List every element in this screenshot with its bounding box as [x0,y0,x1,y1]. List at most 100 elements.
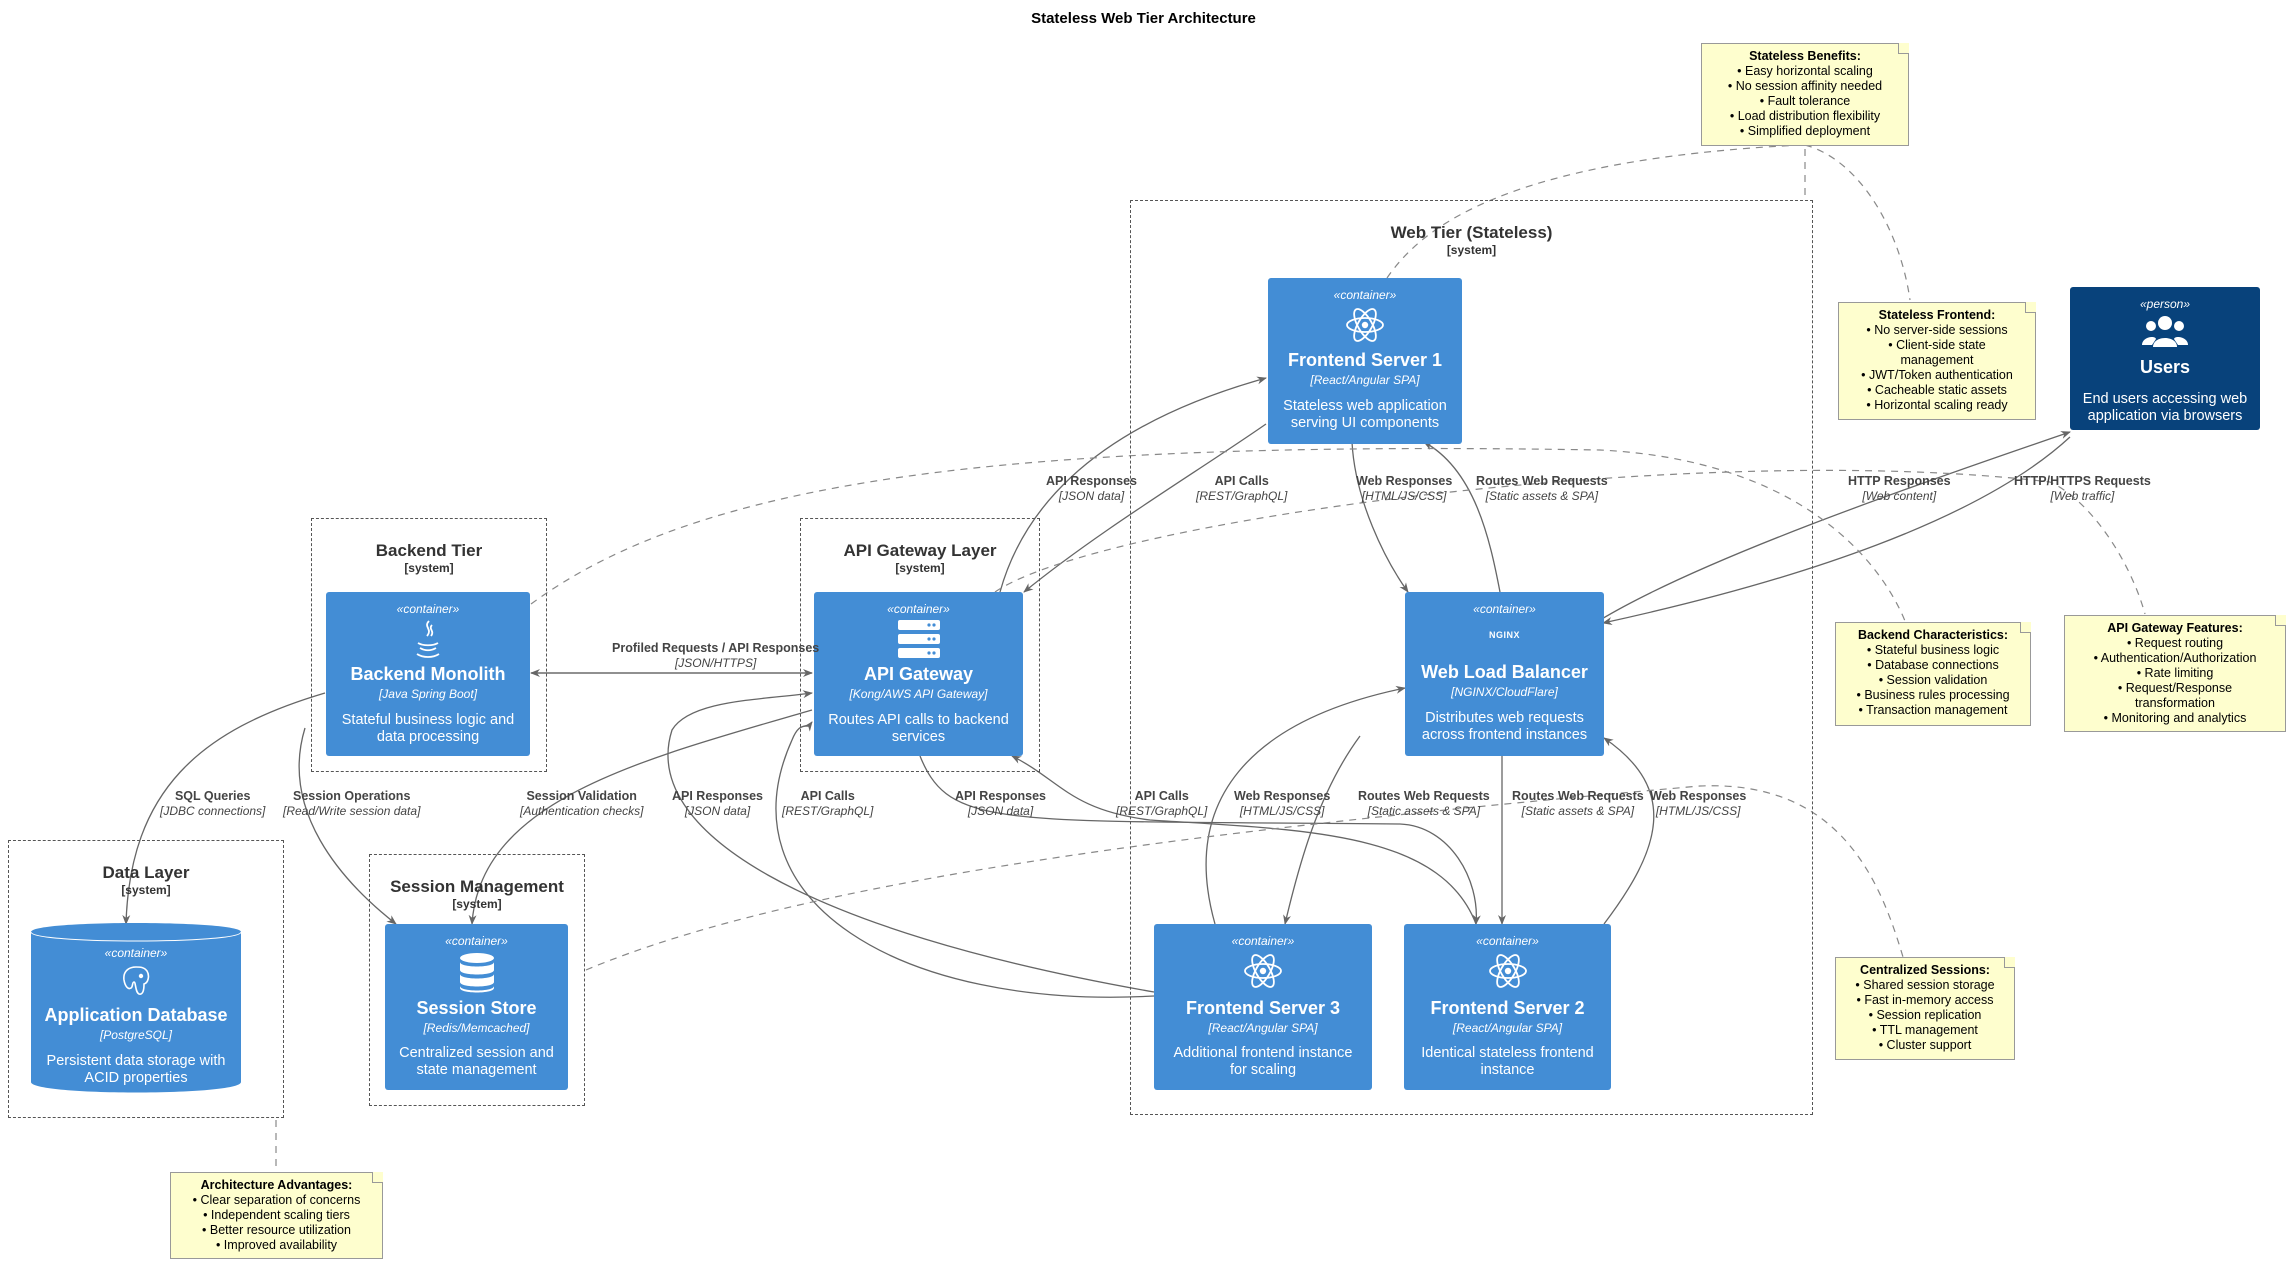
database-cylinder-shape [30,923,242,1093]
container-web-load-balancer[interactable]: «container» NGINX Web Load Balancer [NGI… [1405,592,1604,756]
label-gw-be: Profiled Requests / API Responses[JSON/H… [612,641,820,670]
fe3-tech: [React/Angular SPA] [1208,1021,1318,1035]
be-stereotype: «container» [396,602,460,616]
boundary-api-gateway-name: API Gateway Layer [843,541,997,560]
label-lb-fe2-routes: Routes Web Requests[Static assets & SPA] [1512,789,1644,818]
rel-be-to-ss [298,727,397,925]
boundary-data-layer-type: [system] [121,883,171,897]
diagram-title: Stateless Web Tier Architecture [1031,10,1256,27]
db-name: Application Database [44,1005,228,1025]
lb-tech: [NGINX/CloudFlare] [1451,685,1558,699]
note-centralized-sessions: Centralized Sessions: • Shared session s… [1835,957,2015,1060]
ss-name: Session Store [416,998,537,1018]
users-name: Users [2139,357,2191,377]
boundary-session-mgmt: Session Management [system] [369,854,585,1106]
fe2-stereotype: «container» [1476,934,1539,948]
boundary-backend-tier-name: Backend Tier [375,541,483,560]
boundary-api-gateway: API Gateway Layer [system] [800,518,1040,772]
label-users-http-requests: HTTP/HTTPS Requests[Web traffic] [2014,474,2151,503]
boundary-web-tier-name: Web Tier (Stateless) [1390,223,1553,242]
boundary-api-gateway-type: [system] [895,561,945,575]
ss-tech: [Redis/Memcached] [423,1021,530,1035]
boundary-web-tier-type: [system] [1446,243,1497,257]
fe2-tech: [React/Angular SPA] [1452,1021,1563,1035]
postgresql-icon [30,964,242,998]
label-gw-fe2-responses: API Responses[JSON data] [955,789,1047,818]
note-stateless-frontend: Stateless Frontend: • No server-side ses… [1838,302,2036,420]
rel-gw-to-fe1-responses [999,376,1267,593]
container-frontend-server-3[interactable]: «container» Frontend Server 3 [React/Ang… [1154,924,1372,1090]
server-icon [814,619,1023,659]
rel-fe3-to-gw-calls [775,721,1155,998]
label-fe1-gw-responses: API Responses[JSON data] [1046,474,1138,503]
boundary-data-layer-name: Data Layer [102,863,190,882]
gw-tech: [Kong/AWS API Gateway] [849,687,988,701]
lb-stereotype: «container» [1473,602,1536,616]
rel-gw-to-fe2-resp [919,755,1481,925]
db-tech: [PostgreSQL] [99,1028,173,1042]
container-frontend-server-1[interactable]: «container» Frontend Server 1 [React/Ang… [1268,278,1462,444]
label-fe1-gw-calls: API Calls[REST/GraphQL] [1196,474,1288,503]
label-lb-fe1-routes: Routes Web Requests[Static assets & SPA] [1476,474,1608,503]
label-fe1-lb-web: Web Responses[HTML/JS/CSS] [1356,474,1453,503]
label-fe3-gw-calls: API Calls[REST/GraphQL] [782,789,874,818]
rel-lb-to-fe3-routes [1283,735,1361,925]
boundary-data-layer: Data Layer [system] [8,840,284,1118]
rel-fe1-to-gw-calls [1023,423,1267,593]
database-icon [385,952,568,994]
react-icon [1404,954,1611,988]
ss-stereotype: «container» [445,934,508,948]
be-name: Backend Monolith [350,664,506,684]
note-architecture-advantages: Architecture Advantages: • Clear separat… [170,1172,383,1259]
rel-fe3-to-lb-web [1205,685,1406,925]
label-lb-fe3-routes: Routes Web Requests[Static assets & SPA] [1358,789,1490,818]
rel-lb-to-users-requests [1602,436,2071,625]
note-api-gateway-features: API Gateway Features: • Request routing … [2064,615,2286,732]
container-backend-monolith[interactable]: «container» Backend Monolith [Java Sprin… [326,592,530,756]
note-stateless-benefits: Stateless Benefits: • Easy horizontal sc… [1701,43,1909,146]
label-users-http-responses: HTTP Responses[Web content] [1848,474,1951,503]
users-stereotype: «person» [2139,297,2191,311]
boundary-web-tier: Web Tier (Stateless) [system] [1130,200,1813,1115]
label-gw-ss: Session Validation[Authentication checks… [520,789,644,818]
react-icon [1268,308,1462,342]
fe1-stereotype: «container» [1333,288,1397,302]
fe3-stereotype: «container» [1231,934,1295,948]
label-fe3-gw-responses: API Responses[JSON data] [672,789,764,818]
rel-fe1-to-lb-web [1351,441,1409,593]
rel-fe2-to-gw-calls [1011,755,1477,925]
rel-fe2-to-lb-web [1603,737,1655,925]
container-frontend-server-2[interactable]: «container» Frontend Server 2 [React/Ang… [1404,924,1611,1090]
db-stereotype: «container» [104,946,168,960]
container-application-database[interactable]: «container» Application Database [Postgr… [30,922,242,1094]
label-be-ss: Session Operations[Read/Write session da… [283,789,421,818]
note-link-gateway-feat [994,469,2146,615]
label-be-db: SQL Queries[JDBC connections] [160,789,266,818]
boundary-session-mgmt-name: Session Management [390,877,564,896]
container-session-store[interactable]: «container» Session Store [Redis/Memcach… [385,924,568,1090]
rel-be-to-db [122,692,326,925]
nginx-icon: NGINX [1488,630,1520,640]
rel-lb-to-fe1-routes [1423,441,1501,593]
boundary-session-mgmt-type: [system] [452,897,502,911]
note-link-stateless-benefits-2 [1804,144,1911,301]
java-icon [326,619,530,659]
gw-name: API Gateway [863,664,974,684]
container-api-gateway[interactable]: «container» API Gateway [Kong/AWS API Ga… [814,592,1023,756]
fe1-tech: [React/Angular SPA] [1310,373,1420,387]
be-tech: [Java Spring Boot] [378,687,478,701]
fe3-name: Frontend Server 3 [1185,998,1341,1018]
rel-users-to-lb-responses [1599,431,2071,621]
gw-stereotype: «container» [887,602,950,616]
